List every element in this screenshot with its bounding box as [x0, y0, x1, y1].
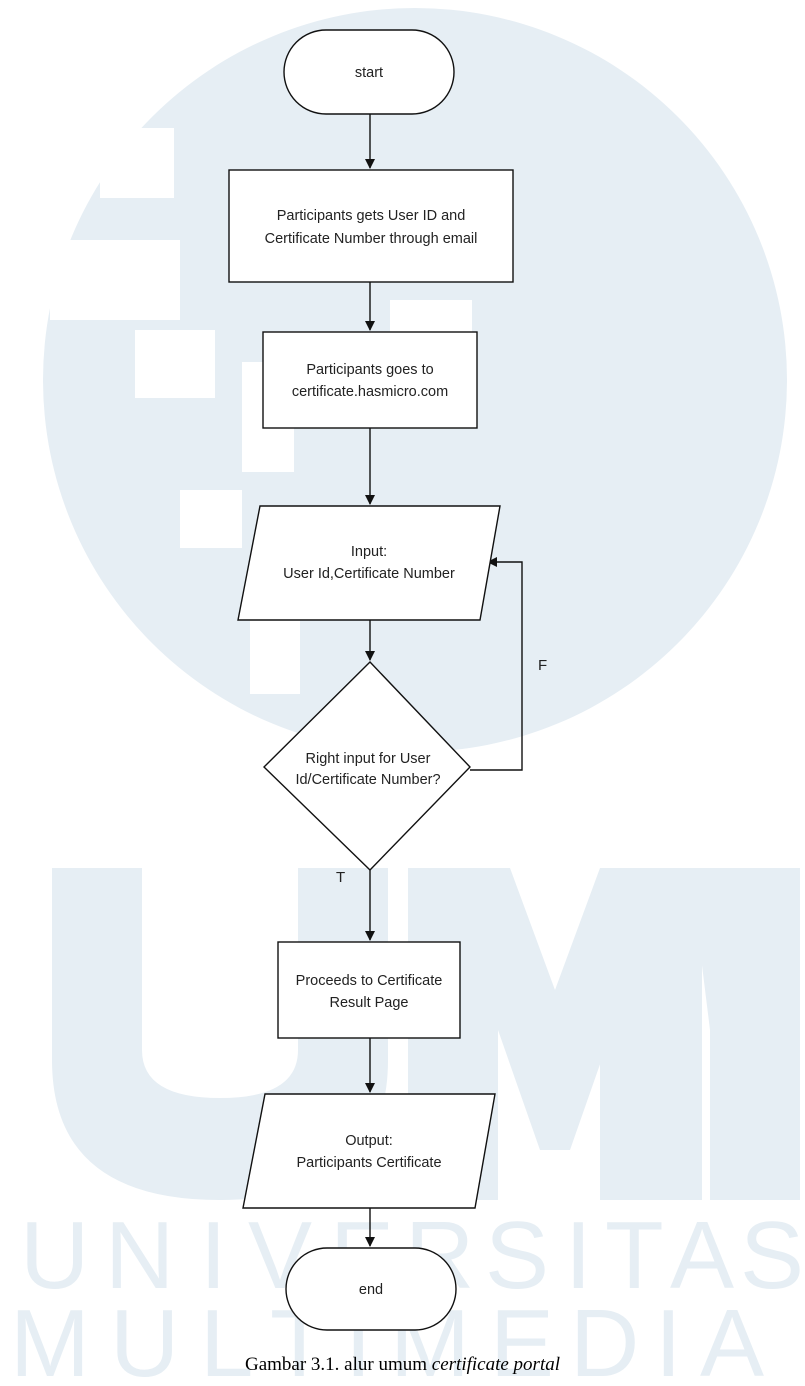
wm-letter: S [740, 1202, 804, 1309]
decision-line1: Right input for User [306, 751, 431, 767]
wm-letter: I [200, 1202, 227, 1309]
process-step-email: Participants gets User ID and Certificat… [228, 169, 514, 283]
wm-letter: M [10, 1290, 90, 1381]
end-node: end [285, 1247, 457, 1331]
wm-letter: L [200, 1290, 253, 1381]
wm-letter: I [565, 1202, 592, 1309]
process-step-visit-site: Participants goes to certificate.hasmicr… [262, 331, 478, 429]
wm-letter: A [700, 1290, 764, 1381]
edge-decision-false [470, 557, 523, 771]
start-label: start [355, 65, 383, 81]
decision-node: Right input for User Id/Certificate Numb… [263, 661, 471, 871]
true-branch-label: T [336, 869, 345, 886]
wm-letter: E [490, 1290, 554, 1381]
wm-letter: I [655, 1290, 682, 1381]
step1-line2: Certificate Number through email [265, 231, 478, 247]
output-node: Output: Participants Certificate [242, 1093, 496, 1209]
output-line2: Participants Certificate [296, 1155, 441, 1171]
decision-line2: Id/Certificate Number? [295, 772, 440, 788]
input-line1: Input: [351, 544, 387, 560]
step1-line1: Participants gets User ID and [277, 208, 466, 224]
end-label: end [359, 1282, 383, 1298]
step3-line1: Proceeds to Certificate [296, 973, 443, 989]
input-line2: User Id,Certificate Number [283, 566, 455, 582]
connectors [365, 114, 523, 1247]
wm-letter: T [605, 1202, 664, 1309]
watermark-letter-n [600, 868, 800, 1200]
output-line1: Output: [345, 1133, 393, 1149]
wm-letter: U [20, 1202, 89, 1309]
step2-line1: Participants goes to [306, 362, 433, 378]
wm-letter: A [670, 1202, 734, 1309]
caption-prefix: Gambar 3.1. alur umum [244, 1354, 432, 1375]
figure-caption: Gambar 3.1. alur umum certificate portal [0, 1354, 805, 1376]
process-step-result-page: Proceeds to Certificate Result Page [277, 941, 461, 1039]
wm-letter: D [570, 1290, 639, 1381]
wm-letter: N [105, 1202, 174, 1309]
start-node: start [283, 29, 455, 115]
step2-line2: certificate.hasmicro.com [292, 384, 448, 400]
wm-letter: U [110, 1290, 179, 1381]
wm-letter: S [485, 1202, 549, 1309]
input-node: Input: User Id,Certificate Number [237, 505, 501, 621]
step3-line2: Result Page [330, 995, 409, 1011]
caption-emphasis: certificate portal [431, 1354, 561, 1375]
false-branch-label: F [538, 657, 547, 674]
